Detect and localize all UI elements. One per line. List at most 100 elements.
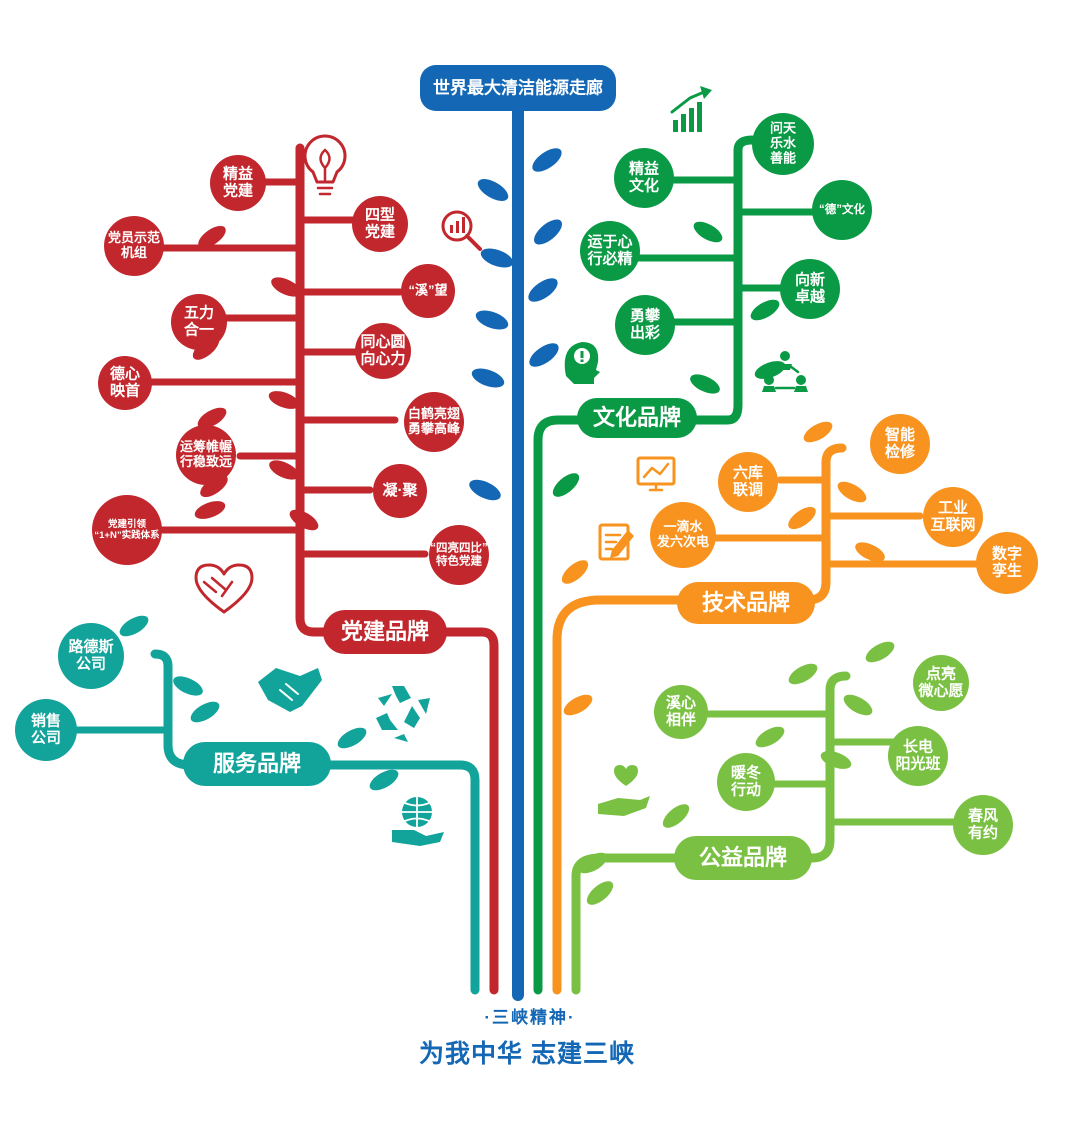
- party-node-label: 五力: [184, 303, 214, 321]
- party-node-label: 合一: [183, 321, 214, 339]
- culture-leaf: [750, 299, 780, 321]
- party-node-circle: [92, 495, 162, 565]
- culture-node-label: 乐水: [770, 135, 797, 150]
- leaf-blue: [477, 179, 509, 201]
- party-banner-label: 党建品牌: [341, 619, 429, 644]
- party-node-label: 机组: [121, 245, 147, 260]
- party-node: 党建引领“1+N”实践体系: [92, 495, 162, 565]
- leaves-layer: [119, 148, 895, 905]
- magnifier-chart-icon: [441, 210, 482, 251]
- party-node-circle: [176, 425, 236, 485]
- culture-banner: 文化品牌: [577, 398, 697, 438]
- party-node-circle: [404, 392, 464, 452]
- party-node-label: 凝·聚: [383, 482, 419, 499]
- tech-leaf: [855, 542, 885, 562]
- culture-node-label: 勇攀: [630, 306, 661, 324]
- culture-node-label: 问天: [770, 120, 797, 135]
- party-node-label: “四亮四比”: [430, 540, 488, 554]
- tech-node-label: 检修: [885, 443, 916, 461]
- welfare-leaf: [755, 726, 785, 748]
- party-leaf: [194, 501, 226, 519]
- party-leaf: [269, 460, 299, 480]
- idea-head-icon: [564, 342, 600, 384]
- party-node-label: 党建引领: [108, 518, 147, 530]
- leaf-blue: [528, 278, 558, 302]
- party-node-circle: [210, 155, 266, 211]
- welfare-node-circle: [654, 685, 708, 739]
- party-banner: 党建品牌: [323, 610, 447, 654]
- welfare-banner-label: 公益品牌: [699, 845, 787, 870]
- party-node: “溪”望: [401, 264, 455, 318]
- party-node-circle: [171, 294, 227, 350]
- tech-banner: 技术品牌: [677, 582, 815, 624]
- party-node-circle: [352, 196, 408, 252]
- party-leaf: [271, 277, 301, 297]
- welfare-node-label: 微心愿: [917, 682, 963, 700]
- tech-node-circle: [923, 487, 983, 547]
- service-leaf: [369, 769, 399, 791]
- trunks-layer: [56, 105, 984, 1001]
- party-node-circle: [429, 525, 489, 585]
- culture-branch-trunk: [533, 135, 757, 995]
- service-banner: 服务品牌: [183, 742, 331, 786]
- party-node-circle: [104, 216, 164, 276]
- party-node-label: 向心力: [360, 350, 405, 368]
- service-leaf: [173, 676, 203, 696]
- culture-node-label: 精益: [629, 159, 659, 177]
- leaf-blue: [471, 368, 505, 388]
- welfare-leaf: [865, 641, 895, 663]
- party-node-circle: [401, 264, 455, 318]
- nodes-layer: 精益党建四型党建党员示范机组“溪”望五力合一同心圆向心力德心映首白鹤亮翅勇攀高峰…: [15, 113, 1038, 880]
- document-pen-icon: [598, 523, 634, 561]
- party-node-circle: [373, 464, 427, 518]
- party-node-label: 党建: [223, 182, 254, 200]
- growth-chart-icon: [670, 86, 712, 132]
- slogan-text: 为我中华 志建三峡: [419, 1039, 635, 1068]
- tech-leaf: [561, 560, 589, 584]
- welfare-node-circle: [913, 655, 969, 711]
- culture-leaf: [552, 473, 580, 497]
- welfare-leaf: [586, 881, 614, 905]
- recycle-icon: [376, 686, 430, 742]
- welfare-leaf: [820, 751, 852, 769]
- culture-node-label: 向新: [795, 270, 825, 288]
- culture-node-circle: [812, 180, 872, 240]
- culture-node-label: 善能: [770, 150, 796, 165]
- welfare-node-circle: [717, 753, 775, 811]
- culture-banner-pill: [577, 398, 697, 438]
- welfare-branch-trunk: [571, 671, 851, 995]
- party-leaf: [198, 225, 226, 249]
- party-node-label: 四型: [365, 205, 395, 223]
- party-node: 凝·聚: [373, 464, 427, 518]
- party-node-label: 精益: [223, 164, 253, 182]
- culture-node-label: 行必精: [586, 250, 632, 268]
- service-node-circle: [58, 623, 124, 689]
- culture-node-circle: [614, 148, 674, 208]
- welfare-node-label: 相伴: [666, 711, 696, 729]
- handshake-icon: [258, 668, 322, 712]
- party-leaf: [197, 407, 227, 429]
- party-leaf: [268, 391, 300, 409]
- welfare-leaf: [662, 804, 690, 828]
- party-node-label: 同心圆: [360, 333, 405, 350]
- party-node-label: 特色党建: [436, 554, 482, 568]
- party-node-circle: [355, 323, 411, 379]
- service-banner-pill: [183, 742, 331, 786]
